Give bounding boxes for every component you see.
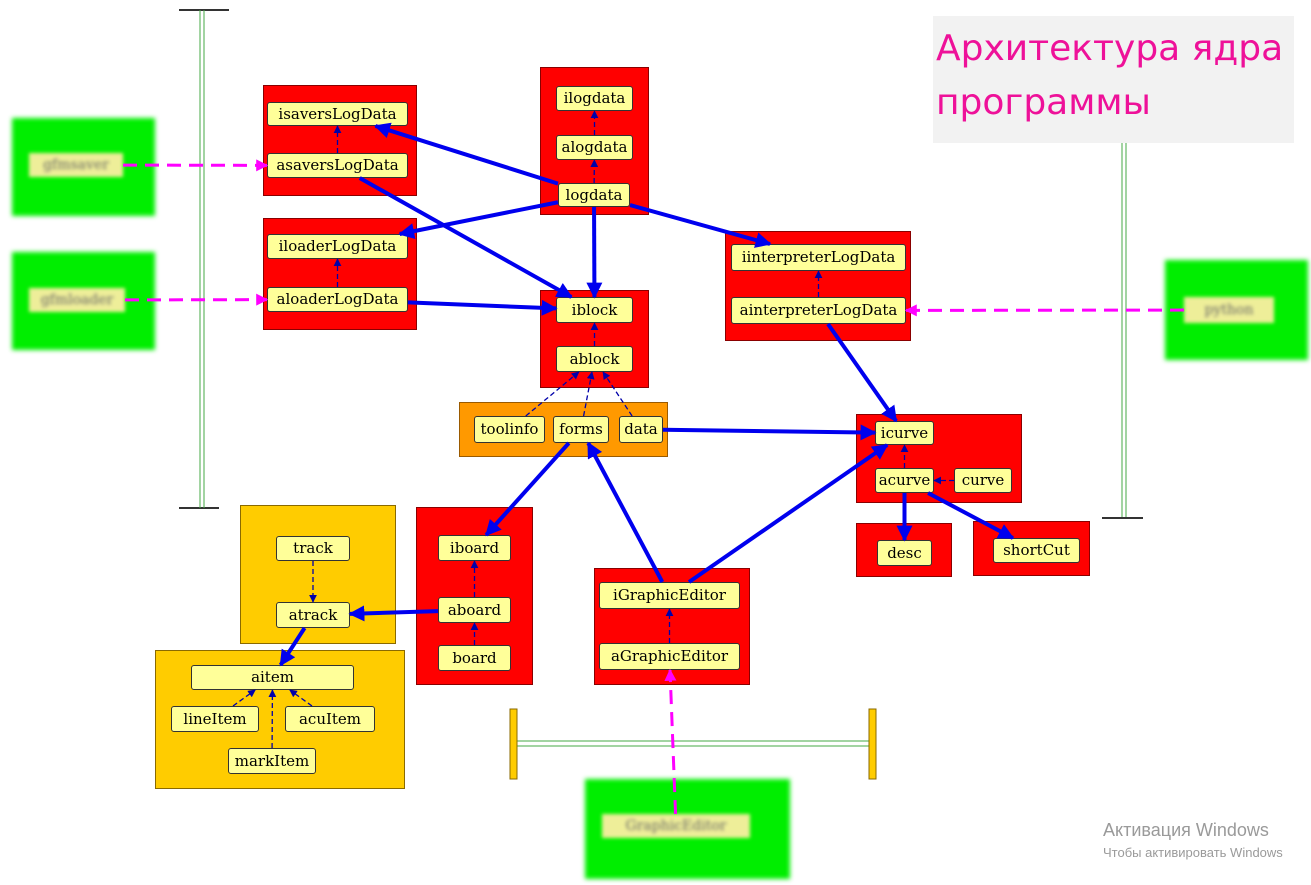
node-ilogdata: ilogdata <box>556 86 633 111</box>
dependency-arrow-forms-to-iboard <box>484 441 571 537</box>
dependency-arrow-asaversLogData-to-iblock <box>358 176 573 299</box>
node-lineitem: lineItem <box>171 706 259 732</box>
implements-arrow-acuItem-to-aitem <box>289 689 313 707</box>
dependency-edges <box>278 122 1015 667</box>
dependency-arrow-logdata-to-isaversLogData <box>373 122 559 186</box>
implements-arrow-lineItem-to-aitem <box>232 689 256 707</box>
node-data: data <box>619 416 663 443</box>
dependency-arrow-logdata-to-iinterpreterLogData <box>629 203 772 248</box>
right-boundary <box>1102 143 1143 519</box>
node-logdata: logdata <box>558 183 630 207</box>
node-toolinfo: toolinfo <box>474 416 545 443</box>
external-link-graphiceditor-to-aGraphicEditor <box>664 668 678 815</box>
external-python-label: python <box>1184 297 1274 323</box>
node-aboard: aboard <box>438 597 511 623</box>
node-atrack: atrack <box>276 602 350 628</box>
title-line-2: программы <box>936 82 1151 123</box>
node-track: track <box>276 536 350 561</box>
dependency-arrow-atrack-to-aitem <box>278 626 307 667</box>
node-markitem: markItem <box>228 748 316 774</box>
dependency-arrow-ainterpreterLogData-to-icurve <box>826 322 898 423</box>
node-shortcut: shortCut <box>993 538 1080 563</box>
dependency-arrow-data-to-icurve <box>662 424 877 441</box>
watermark-line-2: Чтобы активировать Windows <box>1103 845 1283 860</box>
external-edges <box>122 159 1185 815</box>
external-graphiceditor-label: GraphicEditor <box>602 814 750 838</box>
windows-activation-watermark: Активация Windows Чтобы активировать Win… <box>1103 820 1283 860</box>
node-aloaderlogdata: aloaderLogData <box>267 287 408 312</box>
title-line-1: Архитектура ядра <box>936 28 1284 69</box>
dependency-arrow-aloaderLogData-to-iblock <box>407 299 558 316</box>
diagram-title: Архитектура ядра программы <box>933 16 1294 143</box>
node-curve: curve <box>954 468 1012 493</box>
node-iinterpreterlogdata: iinterpreterLogData <box>731 244 906 271</box>
implements-arrow-forms-to-ablock <box>582 371 595 417</box>
bottom-boundary <box>509 708 877 780</box>
node-board: board <box>438 645 511 671</box>
dependency-arrow-logdata-to-iloaderLogData <box>398 200 559 240</box>
dependency-arrow-iGraphicEditor-to-icurve <box>687 443 889 584</box>
watermark-line-1: Активация Windows <box>1103 820 1269 840</box>
node-agraphiceditor: aGraphicEditor <box>599 643 740 670</box>
implements-edges <box>232 110 954 749</box>
node-alogdata: alogdata <box>556 135 633 160</box>
dependency-arrow-iGraphicEditor-to-forms <box>586 441 665 583</box>
implements-arrow-toolinfo-to-ablock <box>525 371 580 417</box>
node-forms: forms <box>553 416 609 443</box>
dependency-arrow-aboard-to-atrack <box>348 605 439 622</box>
node-acuitem: acuItem <box>285 706 375 732</box>
node-asaverslogdata: asaversLogData <box>267 153 408 178</box>
node-acurve: acurve <box>875 468 934 493</box>
dependency-arrow-acurve-to-shortCut <box>927 491 1015 540</box>
node-igraphiceditor: iGraphicEditor <box>599 582 740 609</box>
node-ainterpreterlogdata: ainterpreterLogData <box>731 297 906 324</box>
implements-arrow-data-to-ablock <box>602 371 633 417</box>
node-iloaderlogdata: iloaderLogData <box>267 234 408 259</box>
external-gfmloader-label: gfmloader <box>29 288 125 312</box>
left-boundary <box>179 9 229 509</box>
external-gfmsaver-label: gfmsaver <box>29 153 123 177</box>
